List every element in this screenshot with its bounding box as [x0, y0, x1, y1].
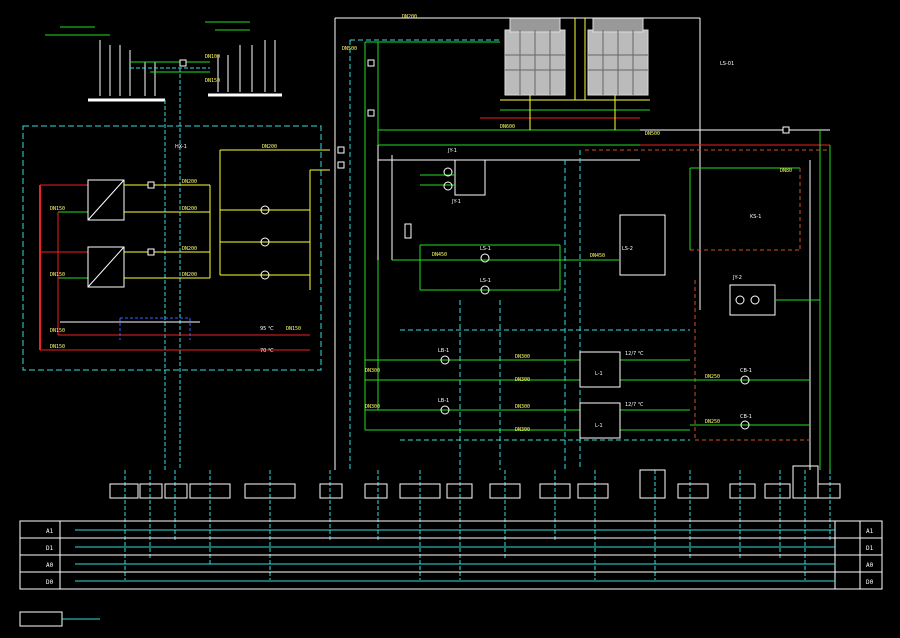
pumps [260, 167, 760, 430]
equipment-label: LB-1 [438, 398, 449, 404]
pipe-label: DN300 [515, 354, 530, 360]
hot-water-tank [619, 214, 666, 276]
manifold-left [45, 21, 282, 470]
jy1-unit [454, 159, 486, 196]
pipe-label: DN300 [515, 427, 530, 433]
row-code: A0 [866, 562, 874, 569]
equipment-label: 12/7 ℃ [625, 402, 644, 408]
equipment-label: JY-2 [732, 275, 742, 281]
row-code: D1 [46, 545, 54, 552]
pipe-label: DN600 [500, 124, 515, 130]
equipment-label: 95 ℃ [260, 326, 274, 332]
pipe-label: DN300 [365, 404, 380, 410]
heat-exchanger-2 [87, 246, 125, 288]
pipe-labels: DN200 DN200 DN200 DN200 DN200 DN150 DN15… [50, 14, 792, 433]
pipe-label: DN250 [705, 374, 720, 380]
equipment-labels: HX-1 JY-1 JY-1 LS-1 LS-1 LB-1 LB-1 L-1 L… [175, 61, 761, 429]
equipment-label: CB-1 [740, 368, 752, 374]
valves [147, 59, 790, 256]
pipe-label: DN80 [780, 168, 792, 174]
pipe-label: DN300 [515, 377, 530, 383]
equipment-label: L-1 [595, 423, 603, 429]
row-code: D0 [46, 579, 54, 586]
pipe-label: DN150 [205, 78, 220, 84]
pipe-label: DN200 [182, 272, 197, 278]
pipe-label: DN200 [182, 179, 197, 185]
equipment-label: LS-1 [480, 246, 491, 252]
pipe-label: DN500 [342, 46, 357, 52]
pipe-label: DN150 [50, 272, 65, 278]
pipe-label: DN200 [182, 206, 197, 212]
heat-station-boundary [22, 125, 322, 371]
equipment-label: LS-1 [480, 278, 491, 284]
row-code: A1 [46, 528, 54, 535]
pipe-label: DN200 [402, 14, 417, 20]
equipment-label: CB-1 [740, 414, 752, 420]
heat-station-piping [39, 149, 330, 351]
control-drops [124, 470, 831, 580]
row-code: D0 [866, 579, 874, 586]
equipment-label: LS-01 [720, 61, 734, 67]
pipe-label: DN150 [50, 328, 65, 334]
heat-exchanger-1 [87, 179, 125, 221]
cooling-tower-1 [504, 17, 566, 96]
pipe-label: DN150 [50, 206, 65, 212]
equipment-label: LS-2 [622, 246, 633, 252]
controller-boxes [109, 465, 841, 499]
pump-circuits [365, 160, 690, 470]
equipment-label: LB-1 [438, 348, 449, 354]
chiller-2 [579, 402, 621, 439]
equipment-label: 12/7 ℃ [625, 351, 644, 357]
equipment-label: KS-1 [750, 214, 761, 220]
pipe-label: DN150 [50, 344, 65, 350]
main-risers [334, 17, 640, 470]
signal-bus-table [19, 520, 883, 627]
right-piping [420, 129, 831, 470]
pipe-label: DN150 [286, 326, 301, 332]
pipe-label: DN250 [705, 419, 720, 425]
pipe-label: DN300 [515, 404, 530, 410]
equipment-label: L-1 [595, 371, 603, 377]
pipe-label: DN200 [182, 246, 197, 252]
pipe-label: DN450 [590, 253, 605, 259]
pipe-label: DN500 [645, 131, 660, 137]
pipe-label: DN200 [262, 144, 277, 150]
pipe-label: DN300 [365, 368, 380, 374]
equipment-label: HX-1 [175, 144, 187, 150]
equipment-label: JY-1 [451, 199, 461, 205]
jy2-unit [729, 284, 776, 316]
pipe-label: DN450 [432, 252, 447, 258]
cooling-tower-2 [587, 17, 649, 96]
bus-row-labels: A1 D1 A0 D0 A1 D1 A0 D0 [46, 528, 874, 586]
row-code: A1 [866, 528, 874, 535]
chiller-1 [579, 351, 621, 388]
equipment-label: JY-1 [447, 148, 457, 154]
row-code: D1 [866, 545, 874, 552]
row-code: A0 [46, 562, 54, 569]
pipe-label: DN100 [205, 54, 220, 60]
equipment-label: 70 ℃ [260, 348, 274, 354]
